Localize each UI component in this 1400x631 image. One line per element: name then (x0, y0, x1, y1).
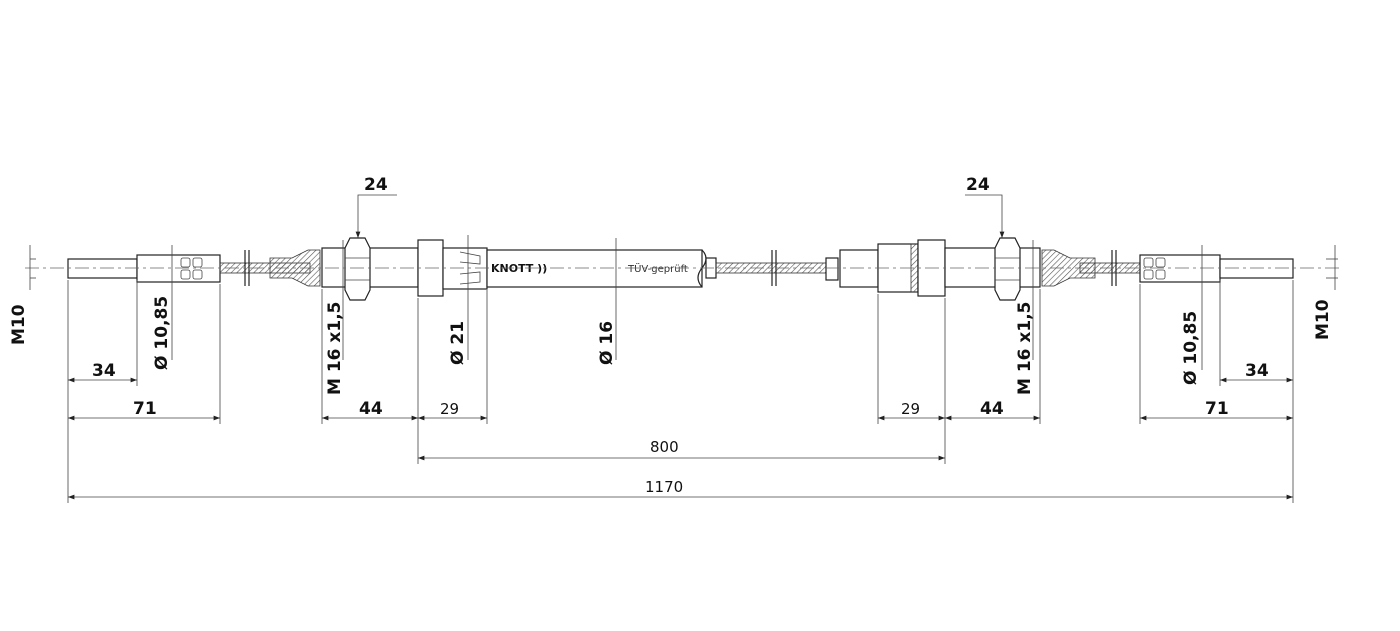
left-nut (344, 237, 371, 301)
total-length: 1170 (645, 478, 683, 496)
left-len-end: 71 (133, 399, 157, 419)
dimension-lines (29, 194, 1336, 500)
sheath-length: 800 (650, 438, 679, 456)
right-len-end: 71 (1205, 399, 1229, 419)
right-ferrule-dia-label: Ø 10,85 (1181, 311, 1201, 385)
left-thread-end-label: M10 (9, 304, 29, 345)
left-ferrule (136, 254, 221, 283)
approval-label: TÜV-geprüft (627, 262, 688, 275)
sheath-tube-left (486, 249, 703, 288)
left-sleeve-thread-label: M 16 x1,5 (325, 302, 345, 396)
right-end-assembly (825, 237, 1294, 301)
right-ferrule (1139, 254, 1221, 283)
left-len-thread: 34 (92, 361, 116, 381)
right-len-collar: 29 (901, 400, 920, 418)
right-len-sleeve: 44 (980, 399, 1004, 419)
left-len-sleeve: 44 (359, 399, 383, 419)
left-threaded-end (67, 258, 138, 279)
tube-dia-label: Ø 16 (597, 321, 617, 365)
right-nut (994, 237, 1021, 301)
sheath-tube-right (839, 249, 879, 288)
left-collar (442, 247, 488, 290)
extension-lines (30, 258, 1338, 503)
left-collar-dia-label: Ø 21 (448, 321, 468, 365)
brand-label: KNOTT )) (491, 262, 547, 275)
right-len-thread: 34 (1245, 361, 1269, 381)
right-threaded-end (1219, 258, 1294, 279)
right-wrench-size: 24 (966, 175, 990, 195)
left-end-assembly: KNOTT )) TÜV-geprüft (67, 237, 717, 301)
left-ferrule-dia-label: Ø 10,85 (152, 296, 172, 370)
right-sleeve (944, 247, 1041, 288)
right-sleeve-thread-label: M 16 x1,5 (1015, 302, 1035, 396)
right-thread-end-label: M10 (1313, 299, 1333, 340)
left-wrench-size: 24 (364, 175, 388, 195)
left-len-collar: 29 (440, 400, 459, 418)
